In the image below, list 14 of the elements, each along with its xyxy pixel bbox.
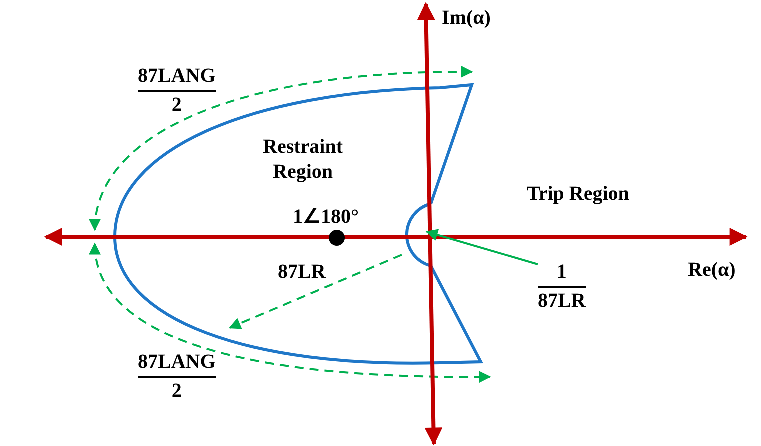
fraction-denominator: 2 bbox=[172, 95, 182, 116]
fraction-numerator: 87LANG bbox=[138, 352, 216, 373]
point-label: 1∠180° bbox=[293, 207, 359, 227]
dimension-label: 87LR bbox=[278, 262, 326, 282]
leader-line bbox=[426, 229, 538, 266]
axis-label: Im(α) bbox=[442, 8, 491, 28]
fraction-denominator: 2 bbox=[172, 381, 182, 402]
boundary-arc bbox=[406, 202, 432, 268]
region-label: Trip Region bbox=[527, 184, 630, 204]
fraction-denominator: 87LR bbox=[538, 291, 586, 312]
axis-label: Re(α) bbox=[688, 260, 736, 280]
fraction-numerator: 87LANG bbox=[138, 66, 216, 87]
fraction-numerator: 1 bbox=[556, 262, 567, 283]
region-label: Restraint Region bbox=[262, 135, 344, 185]
